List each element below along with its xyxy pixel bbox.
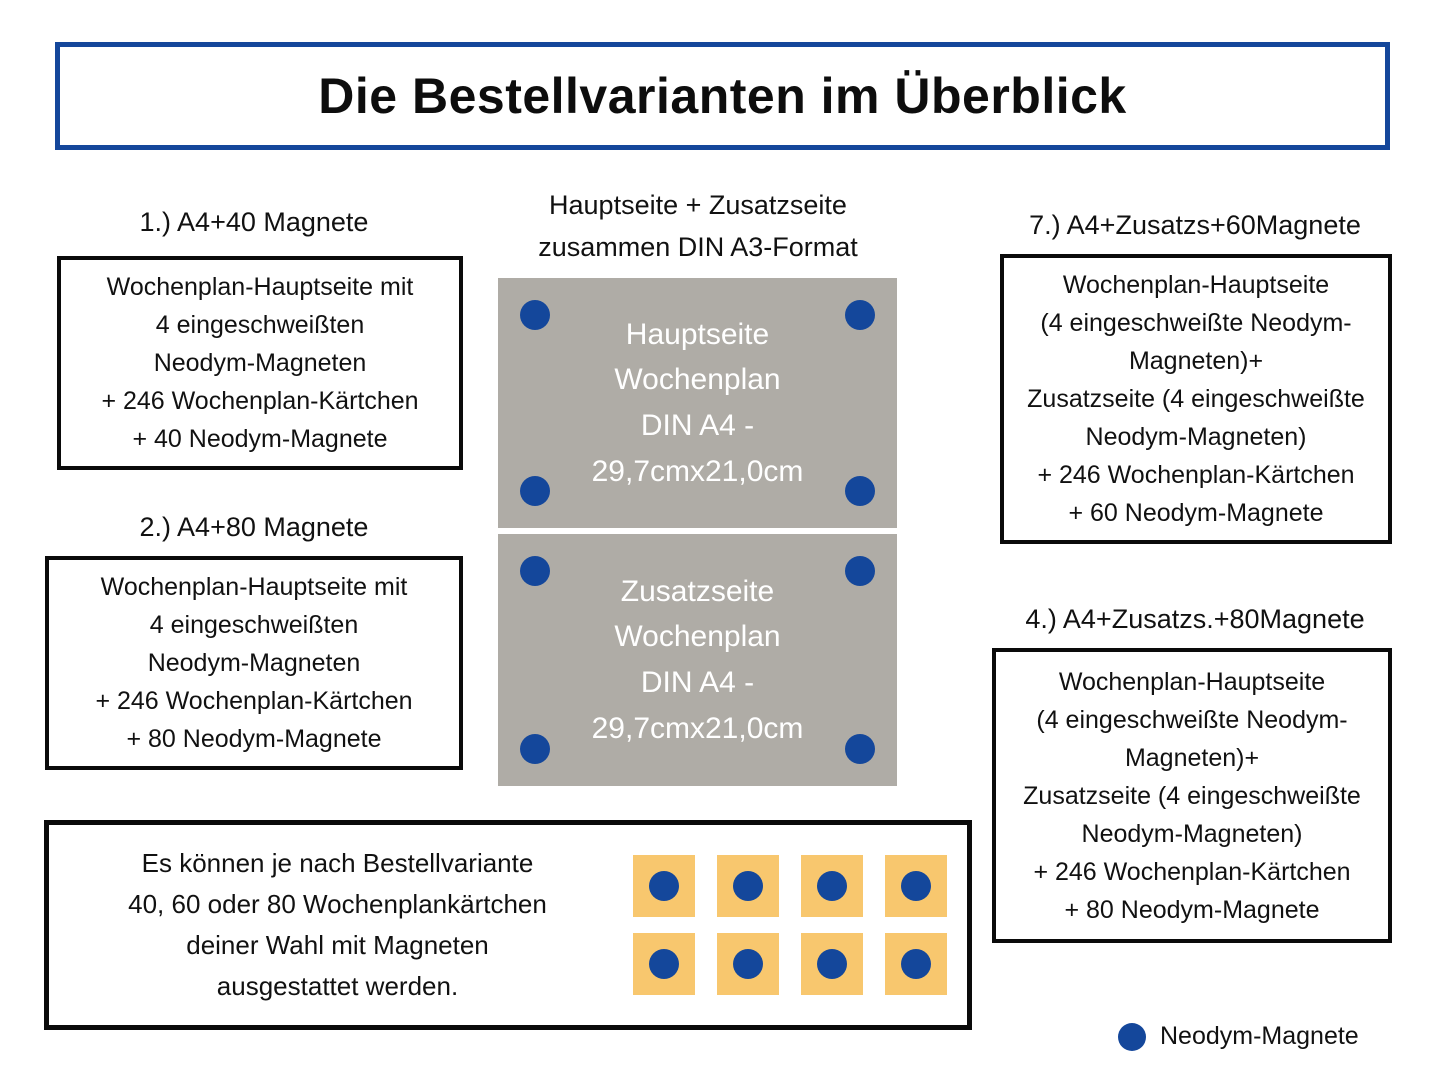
variant-4-line-6: + 246 Wochenplan-Kärtchen: [1033, 857, 1351, 886]
note-box: Es können je nach Bestellvariante 40, 60…: [44, 820, 972, 1030]
variant-4-line-7: + 80 Neodym-Magnete: [1064, 895, 1320, 924]
magnet-card: [800, 855, 863, 917]
magnet-dot-icon: [732, 871, 763, 901]
magnet-dot-icon: [816, 949, 847, 979]
variant-2-line-3: Neodym-Magneten: [147, 649, 361, 677]
variant-1-line-1: Wochenplan-Hauptseite mit: [106, 273, 414, 301]
variant-1-box: Wochenplan-Hauptseite mit 4 eingeschweiß…: [57, 256, 463, 470]
variant-1-line-2: 4 eingeschweißten: [155, 311, 365, 339]
note-text-block: Es können je nach Bestellvariante 40, 60…: [49, 843, 620, 1007]
variant-1-line-4: + 246 Wochenplan-Kärtchen: [101, 387, 419, 415]
note-line-3: deiner Wahl mit Magneten: [186, 930, 489, 960]
magnet-dot-icon: [900, 949, 931, 979]
zusatzseite-page-panel: Zusatzseite Wochenplan DIN A4 - 29,7cmx2…: [498, 534, 897, 786]
magnet-dot-icon: [520, 300, 550, 330]
variant-4-line-2: (4 eingeschweißte Neodym-: [1036, 705, 1348, 734]
note-line-2: 40, 60 oder 80 Wochenplankärtchen: [128, 888, 547, 919]
variant-2-line-2: 4 eingeschweißten: [149, 611, 359, 639]
note-line-4: ausgestattet werden.: [216, 971, 459, 1002]
variant-4-line-1: Wochenplan-Hauptseite: [1058, 667, 1326, 696]
magnet-card: [632, 933, 695, 995]
variant-1-line-3: Neodym-Magneten: [153, 349, 367, 377]
variant-7-line-2: (4 eingeschweißte Neodym-: [1040, 309, 1352, 337]
hauptseite-page-panel: Hauptseite Wochenplan DIN A4 - 29,7cmx21…: [498, 278, 897, 528]
hauptseite-line-4: 29,7cmx21,0cm: [591, 454, 804, 488]
variant-2-heading: 2.) A4+80 Magnete: [139, 512, 369, 542]
variant-2-line-1: Wochenplan-Hauptseite mit: [100, 573, 408, 601]
variant-4-line-5: Neodym-Magneten): [1081, 819, 1303, 848]
magnet-card: [800, 933, 863, 995]
variant-1-heading: 1.) A4+40 Magnete: [139, 207, 369, 237]
variant-7-line-6: + 246 Wochenplan-Kärtchen: [1037, 461, 1355, 489]
zusatzseite-line-4: 29,7cmx21,0cm: [591, 711, 804, 745]
hauptseite-line-3: DIN A4 -: [640, 409, 755, 442]
legend-label: Neodym-Magnete: [1160, 1022, 1359, 1050]
magnet-dot-icon: [816, 871, 847, 901]
magnet-card: [884, 933, 947, 995]
variant-7-line-1: Wochenplan-Hauptseite: [1062, 271, 1330, 299]
variant-7-heading: 7.) A4+Zusatzs+60Magnete: [1029, 210, 1361, 240]
variant-7-line-7: + 60 Neodym-Magnete: [1068, 499, 1324, 527]
magnet-dot-icon: [520, 556, 550, 586]
title-banner: Die Bestellvarianten im Überblick: [55, 42, 1390, 150]
variant-4-heading: 4.) A4+Zusatzs.+80Magnete: [1025, 604, 1365, 634]
magnet-dot-icon: [900, 871, 931, 901]
variant-4-line-4: Zusatzseite (4 eingeschweißte: [1023, 781, 1361, 810]
magnet-dot-icon: [648, 949, 679, 979]
zusatzseite-line-3: DIN A4 -: [640, 666, 755, 699]
variant-2-box: Wochenplan-Hauptseite mit 4 eingeschweiß…: [45, 556, 463, 770]
magnet-dot-icon: [520, 476, 550, 506]
center-heading-line-1: Hauptseite + Zusatzseite: [549, 190, 847, 220]
variant-4-box: Wochenplan-Hauptseite (4 eingeschweißte …: [992, 648, 1392, 943]
variant-2-line-4: + 246 Wochenplan-Kärtchen: [95, 687, 413, 715]
variant-7-box: Wochenplan-Hauptseite (4 eingeschweißte …: [1000, 254, 1392, 544]
variant-4-line-3: Magneten)+: [1124, 743, 1260, 772]
magnet-card: [884, 855, 947, 917]
center-heading-line-2: zusammen DIN A3-Format: [538, 232, 858, 262]
zusatzseite-line-1: Zusatzseite: [620, 574, 775, 608]
magnet-dot-icon: [1118, 1022, 1146, 1051]
variant-1-line-5: + 40 Neodym-Magnete: [132, 425, 388, 453]
magnet-dot-icon: [520, 734, 550, 764]
magnet-dot-icon: [845, 734, 875, 764]
variant-7-line-3: Magneten)+: [1128, 347, 1264, 375]
magnet-dot-icon: [648, 871, 679, 901]
variant-7-line-4: Zusatzseite (4 eingeschweißte: [1027, 385, 1365, 413]
magnet-card-grid: [620, 855, 967, 995]
magnet-dot-icon: [845, 476, 875, 506]
magnet-card: [716, 933, 779, 995]
magnet-dot-icon: [845, 556, 875, 586]
note-line-1: Es können je nach Bestellvariante: [141, 847, 534, 878]
magnet-card: [716, 855, 779, 917]
magnet-card: [632, 855, 695, 917]
magnet-dot-icon: [732, 949, 763, 979]
hauptseite-line-1: Hauptseite: [625, 317, 770, 351]
variant-7-line-5: Neodym-Magneten): [1085, 423, 1307, 451]
magnet-dot-icon: [845, 300, 875, 330]
page-title: Die Bestellvarianten im Überblick: [318, 67, 1127, 124]
variant-2-line-5: + 80 Neodym-Magnete: [126, 725, 382, 753]
zusatzseite-line-2: Wochenplan: [614, 620, 781, 654]
legend: Neodym-Magnete: [1118, 1022, 1359, 1051]
hauptseite-line-2: Wochenplan: [614, 363, 781, 397]
